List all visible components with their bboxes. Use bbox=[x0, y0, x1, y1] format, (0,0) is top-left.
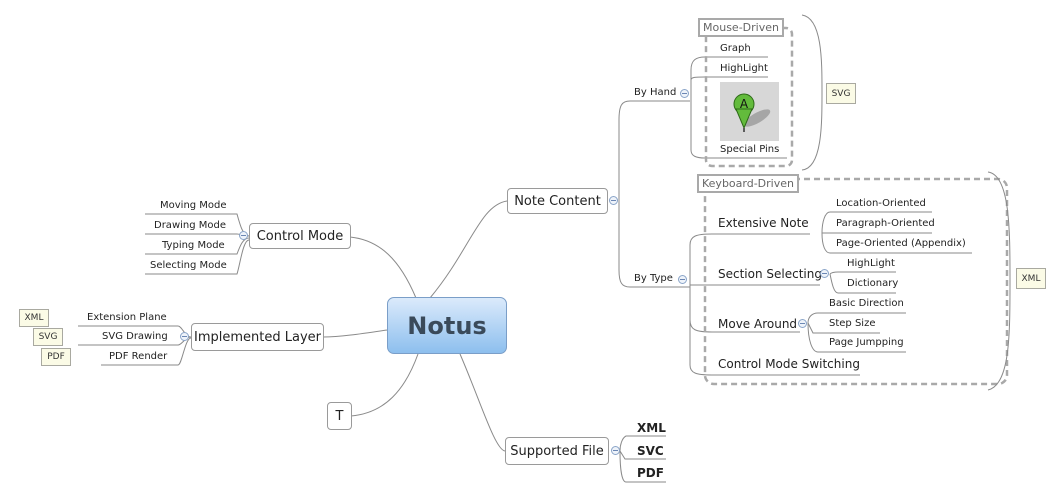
boundary-keyboard-driven-label[interactable]: Keyboard-Driven bbox=[697, 174, 799, 193]
item-page-oriented[interactable]: Page-Oriented (Appendix) bbox=[836, 238, 966, 249]
item-page-jumpping[interactable]: Page Jumpping bbox=[829, 337, 904, 348]
collapse-toggle-icon[interactable] bbox=[611, 446, 620, 455]
collapse-toggle-icon[interactable] bbox=[680, 89, 689, 98]
item-location-oriented[interactable]: Location-Oriented bbox=[836, 198, 926, 209]
note-svg[interactable]: SVG bbox=[33, 328, 63, 346]
collapse-toggle-icon[interactable] bbox=[798, 319, 807, 328]
subtopic-typing-mode[interactable]: Typing Mode bbox=[162, 240, 225, 251]
topic-implemented-layer[interactable]: Implemented Layer bbox=[191, 323, 324, 351]
collapse-toggle-icon[interactable] bbox=[180, 332, 189, 341]
pin-letter: A bbox=[740, 97, 749, 111]
topic-control-mode[interactable]: Control Mode bbox=[249, 223, 351, 249]
item-paragraph-oriented[interactable]: Paragraph-Oriented bbox=[836, 218, 935, 229]
map-pin-icon: A bbox=[733, 93, 771, 132]
note-xml-keyboard[interactable]: XML bbox=[1016, 268, 1046, 289]
subtopic-moving-mode[interactable]: Moving Mode bbox=[160, 200, 227, 211]
subtopic-extension-plane[interactable]: Extension Plane bbox=[87, 312, 167, 323]
collapse-toggle-icon[interactable] bbox=[239, 231, 248, 240]
subtopic-highlight[interactable]: HighLight bbox=[720, 63, 768, 74]
boundary-mouse-driven-label[interactable]: Mouse-Driven bbox=[698, 18, 784, 37]
branch-by-hand[interactable]: By Hand bbox=[634, 87, 677, 98]
collapse-toggle-icon[interactable] bbox=[609, 196, 618, 205]
subtopic-selecting-mode[interactable]: Selecting Mode bbox=[150, 260, 227, 271]
note-xml[interactable]: XML bbox=[19, 309, 49, 327]
branch-by-type[interactable]: By Type bbox=[634, 273, 673, 284]
central-topic[interactable]: Notus bbox=[387, 297, 507, 354]
subtopic-section-selecting[interactable]: Section Selecting bbox=[718, 267, 822, 281]
topic-t[interactable]: T bbox=[327, 402, 352, 430]
item-highlight[interactable]: HighLight bbox=[847, 258, 895, 269]
file-pdf[interactable]: PDF bbox=[637, 466, 664, 480]
subtopic-graph[interactable]: Graph bbox=[720, 43, 751, 54]
topic-supported-file[interactable]: Supported File bbox=[505, 437, 609, 465]
item-step-size[interactable]: Step Size bbox=[829, 318, 876, 329]
note-svg-mouse[interactable]: SVG bbox=[826, 83, 856, 104]
subtopic-control-mode-switching[interactable]: Control Mode Switching bbox=[718, 357, 860, 371]
subtopic-drawing-mode[interactable]: Drawing Mode bbox=[154, 220, 227, 231]
subtopic-special-pins[interactable]: Special Pins bbox=[720, 144, 780, 155]
file-svc[interactable]: SVC bbox=[637, 444, 664, 458]
note-pdf[interactable]: PDF bbox=[41, 348, 71, 366]
subtopic-pdf-render[interactable]: PDF Render bbox=[109, 351, 168, 362]
subtopic-extensive-note[interactable]: Extensive Note bbox=[718, 216, 809, 230]
subtopic-move-around[interactable]: Move Around bbox=[718, 317, 798, 331]
topic-note-content[interactable]: Note Content bbox=[507, 188, 608, 214]
item-dictionary[interactable]: Dictionary bbox=[847, 278, 899, 289]
collapse-toggle-icon[interactable] bbox=[678, 275, 687, 284]
collapse-toggle-icon[interactable] bbox=[820, 269, 829, 278]
subtopic-svg-drawing[interactable]: SVG Drawing bbox=[102, 331, 168, 342]
file-xml[interactable]: XML bbox=[637, 421, 666, 435]
item-basic-direction[interactable]: Basic Direction bbox=[829, 298, 904, 309]
